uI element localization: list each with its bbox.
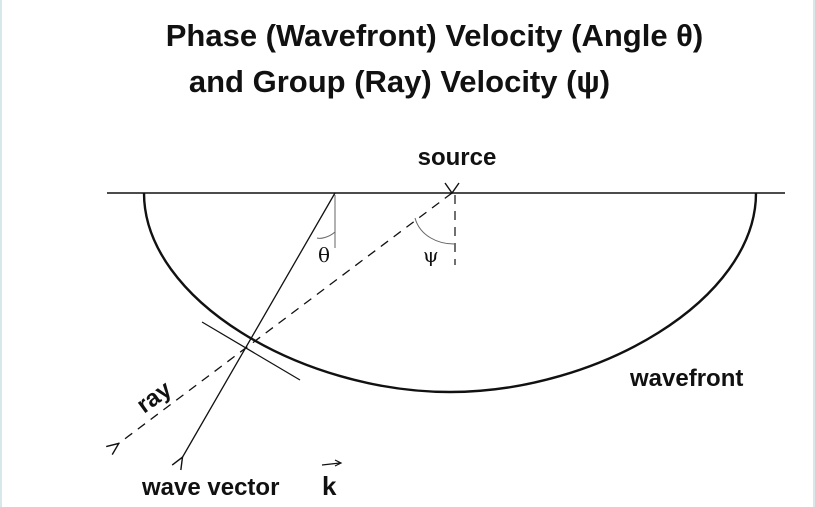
- theta-symbol: θ: [318, 243, 330, 267]
- k-label: k: [322, 471, 337, 501]
- psi-symbol: ψ: [423, 243, 439, 267]
- theta-arc: [316, 231, 336, 239]
- title-line-1: Phase (Wavefront) Velocity (Angle θ): [165, 18, 704, 53]
- ray-line: [118, 192, 453, 444]
- psi-arc: [414, 217, 455, 245]
- tangent-line: [201, 321, 301, 381]
- k-vector-arrowhead: [334, 459, 343, 467]
- wavefront-curve: [142, 192, 758, 394]
- wave-vector-label: wave vector: [141, 474, 279, 501]
- k-vector-arrow: [321, 462, 341, 466]
- source-marker: [444, 182, 460, 195]
- ray-label: ray: [132, 375, 178, 418]
- wavefront-label: wavefront: [629, 365, 743, 392]
- wave-vector-line: [182, 192, 336, 458]
- title-line-2: and Group (Ray) Velocity (ψ): [188, 64, 611, 99]
- source-label: source: [418, 144, 497, 171]
